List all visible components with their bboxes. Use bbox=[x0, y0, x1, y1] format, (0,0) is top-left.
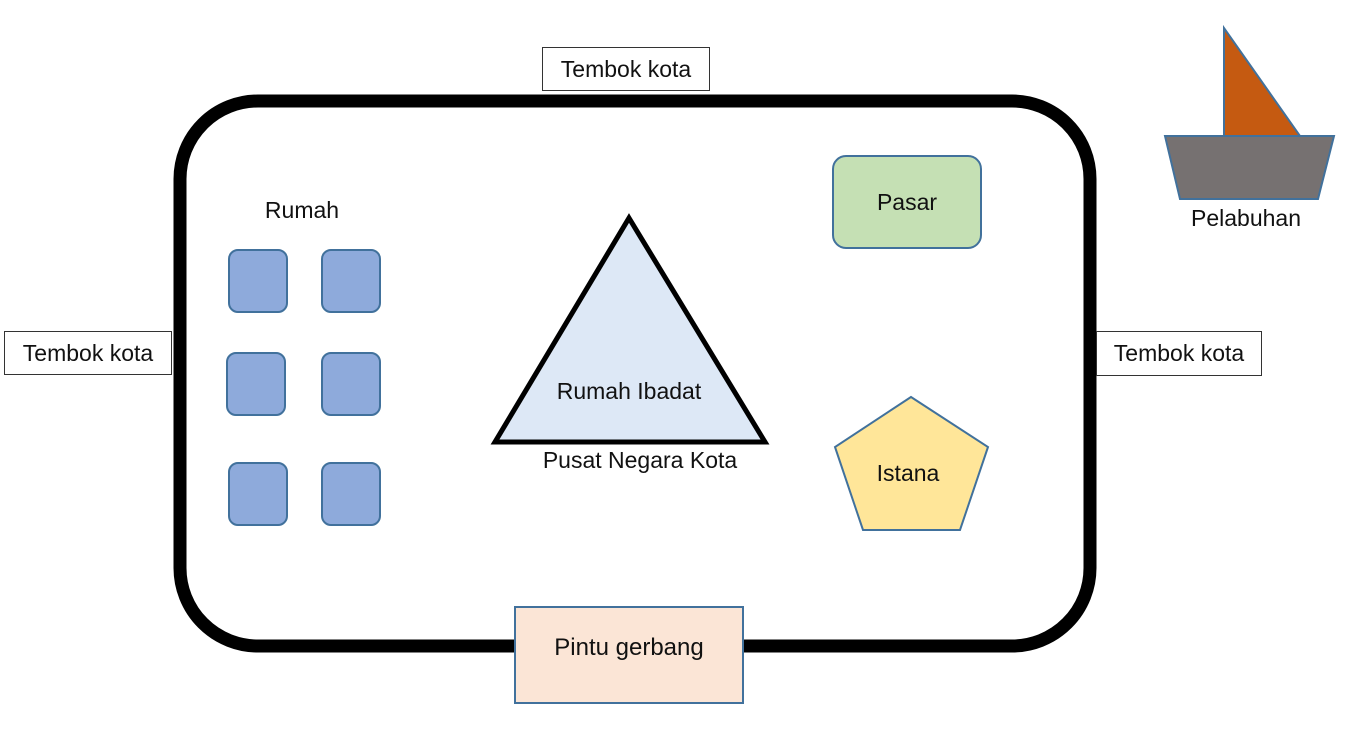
market-label: Pasar bbox=[876, 188, 938, 215]
sail-shape bbox=[1223, 24, 1302, 137]
house-3 bbox=[226, 352, 286, 416]
center-label: Pusat Negara Kota bbox=[542, 447, 738, 473]
gate-box: Pintu gerbang bbox=[514, 606, 744, 704]
hull-shape bbox=[1163, 135, 1336, 200]
palace-pentagon bbox=[833, 395, 990, 531]
wall-label-top: Tembok kota bbox=[542, 47, 710, 91]
house-1 bbox=[228, 249, 288, 313]
house-2 bbox=[321, 249, 381, 313]
worship-triangle bbox=[490, 213, 770, 445]
market-box: Pasar bbox=[832, 155, 982, 249]
boat-icon bbox=[1163, 24, 1336, 200]
houses-label: Rumah bbox=[264, 197, 340, 223]
house-5 bbox=[228, 462, 288, 526]
house-4 bbox=[321, 352, 381, 416]
harbor-label: Pelabuhan bbox=[1191, 205, 1301, 231]
wall-label-left: Tembok kota bbox=[4, 331, 172, 375]
house-6 bbox=[321, 462, 381, 526]
palace-label: Istana bbox=[876, 460, 940, 486]
wall-label-right: Tembok kota bbox=[1096, 331, 1262, 376]
worship-label: Rumah Ibadat bbox=[556, 378, 702, 404]
gate-label: Pintu gerbang bbox=[554, 634, 704, 661]
